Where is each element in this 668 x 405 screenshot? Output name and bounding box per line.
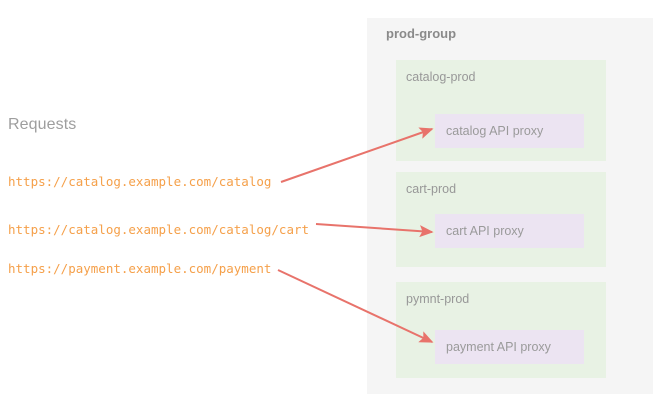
requests-section: Requests https://catalog.example.com/cat… xyxy=(8,116,310,276)
api-proxy-label-payment: payment API proxy xyxy=(446,340,551,354)
api-proxy-cart[interactable]: cart API proxy xyxy=(435,214,584,248)
requests-title: Requests xyxy=(8,116,77,133)
request-url-catalog-cart: https://catalog.example.com/catalog/cart xyxy=(8,222,310,237)
request-url-payment: https://payment.example.com/payment xyxy=(8,261,272,276)
environment-label-cart-prod: cart-prod xyxy=(406,182,457,196)
environment-box-cart-prod: cart-prod cart API proxy xyxy=(396,172,606,267)
environment-label-pymnt-prod: pymnt-prod xyxy=(406,292,470,306)
api-proxy-payment[interactable]: payment API proxy xyxy=(435,330,584,364)
api-proxy-catalog[interactable]: catalog API proxy xyxy=(435,114,584,148)
api-proxy-label-cart: cart API proxy xyxy=(446,224,524,238)
prod-group-title: prod-group xyxy=(386,26,457,41)
environment-box-pymnt-prod: pymnt-prod payment API proxy xyxy=(396,282,606,378)
environment-box-catalog-prod: catalog-prod catalog API proxy xyxy=(396,60,606,161)
api-proxy-label-catalog: catalog API proxy xyxy=(446,124,544,138)
environment-label-catalog-prod: catalog-prod xyxy=(406,70,476,84)
prod-group-panel: prod-group catalog-prod catalog API prox… xyxy=(367,18,653,394)
request-url-catalog: https://catalog.example.com/catalog xyxy=(8,174,272,189)
